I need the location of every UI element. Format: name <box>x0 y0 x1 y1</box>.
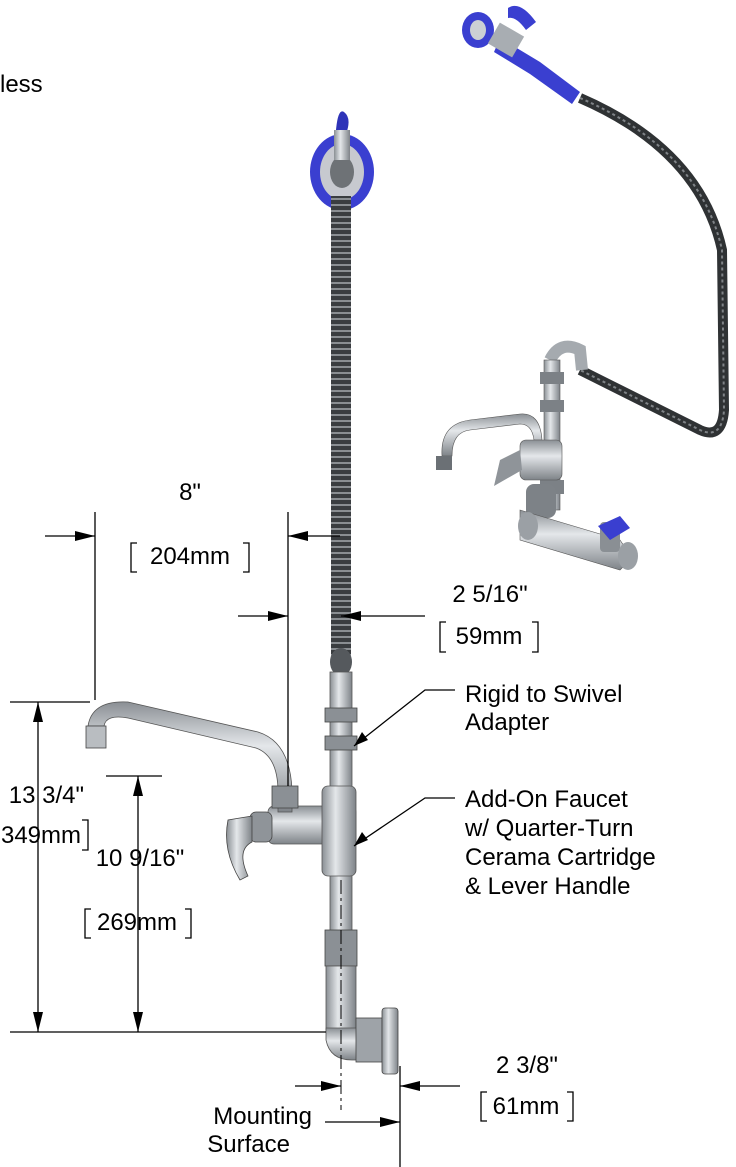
dim-offset-metric: 59mm <box>456 623 523 650</box>
callout-faucet-line4: & Lever Handle <box>465 873 630 900</box>
isometric-view <box>436 5 730 571</box>
callout-faucet-line2: w/ Quarter-Turn <box>464 815 633 842</box>
dim-spout-metric: 269mm <box>97 909 177 936</box>
wall-flange <box>381 1007 399 1075</box>
label-fragment: less <box>0 71 43 98</box>
callout-mounting-line2: Surface <box>207 1131 290 1158</box>
flex-hose <box>331 196 351 656</box>
hose-hook <box>310 111 374 210</box>
callout-faucet-line3: Cerama Cartridge <box>465 844 656 871</box>
dim-offset-imperial: 2 5/16" <box>452 581 527 608</box>
dim-spout-height: 10 9/16" 269mm <box>84 845 192 939</box>
dim-height-imperial: 13 3/4" <box>9 782 84 809</box>
dim-spout-reach: 8" 204mm <box>130 479 250 573</box>
dim-flange-metric: 61mm <box>493 1093 560 1120</box>
callout-faucet-line1: Add-On Faucet <box>465 786 628 813</box>
dim-riser-offset: 2 5/16" 59mm <box>439 581 539 653</box>
lever-handle <box>226 811 273 881</box>
main-faucet <box>85 111 399 1075</box>
dim-overall-height: 13 3/4" 349mm <box>1 782 89 851</box>
callout-rigid-line2: Adapter <box>465 709 549 736</box>
dim-flange-imperial: 2 3/8" <box>496 1052 558 1079</box>
dim-reach-imperial: 8" <box>179 479 201 506</box>
swing-spout <box>87 701 293 813</box>
callout-rigid-line1: Rigid to Swivel <box>465 681 622 708</box>
dim-height-metric: 349mm <box>1 822 81 849</box>
callout-mounting-line1: Mounting <box>213 1103 312 1130</box>
callout-mounting-surface: Mounting Surface <box>207 1103 312 1158</box>
dim-reach-metric: 204mm <box>150 543 230 570</box>
dim-spout-imperial: 10 9/16" <box>96 845 185 872</box>
dim-flange-offset: 2 3/8" 61mm <box>480 1052 574 1122</box>
callout-rigid-swivel: Rigid to Swivel Adapter <box>465 681 622 736</box>
callout-add-on-faucet: Add-On Faucet w/ Quarter-Turn Cerama Car… <box>464 786 656 900</box>
